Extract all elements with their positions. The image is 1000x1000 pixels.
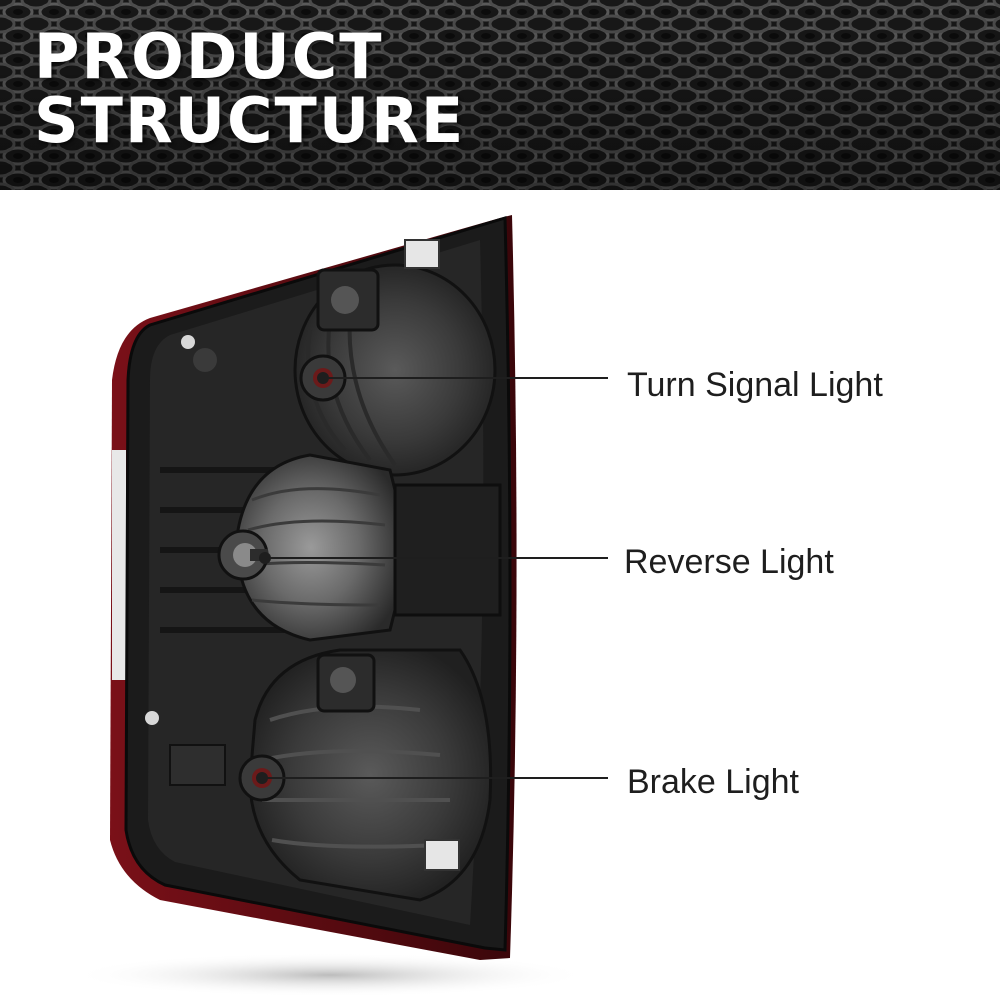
metal-mesh-texture xyxy=(0,0,1000,190)
turn-signal-light-label: Turn Signal Light xyxy=(627,366,883,404)
brake-light-leader-line xyxy=(262,777,608,779)
banner-title: PRODUCT STRUCTURE xyxy=(34,26,465,152)
header-banner: PRODUCT STRUCTURE xyxy=(0,0,1000,190)
reverse-light-label: Reverse Light xyxy=(624,543,834,581)
reverse-light-leader-line xyxy=(265,557,608,559)
turn-signal-leader-line xyxy=(323,377,608,379)
product-area: Turn Signal Light Reverse Light Brake Li… xyxy=(0,190,1000,1000)
brake-light-label: Brake Light xyxy=(627,763,799,801)
banner-title-line-1: PRODUCT xyxy=(34,20,384,93)
banner-title-line-2: STRUCTURE xyxy=(34,84,466,157)
tail-light-housing-image xyxy=(70,215,590,997)
